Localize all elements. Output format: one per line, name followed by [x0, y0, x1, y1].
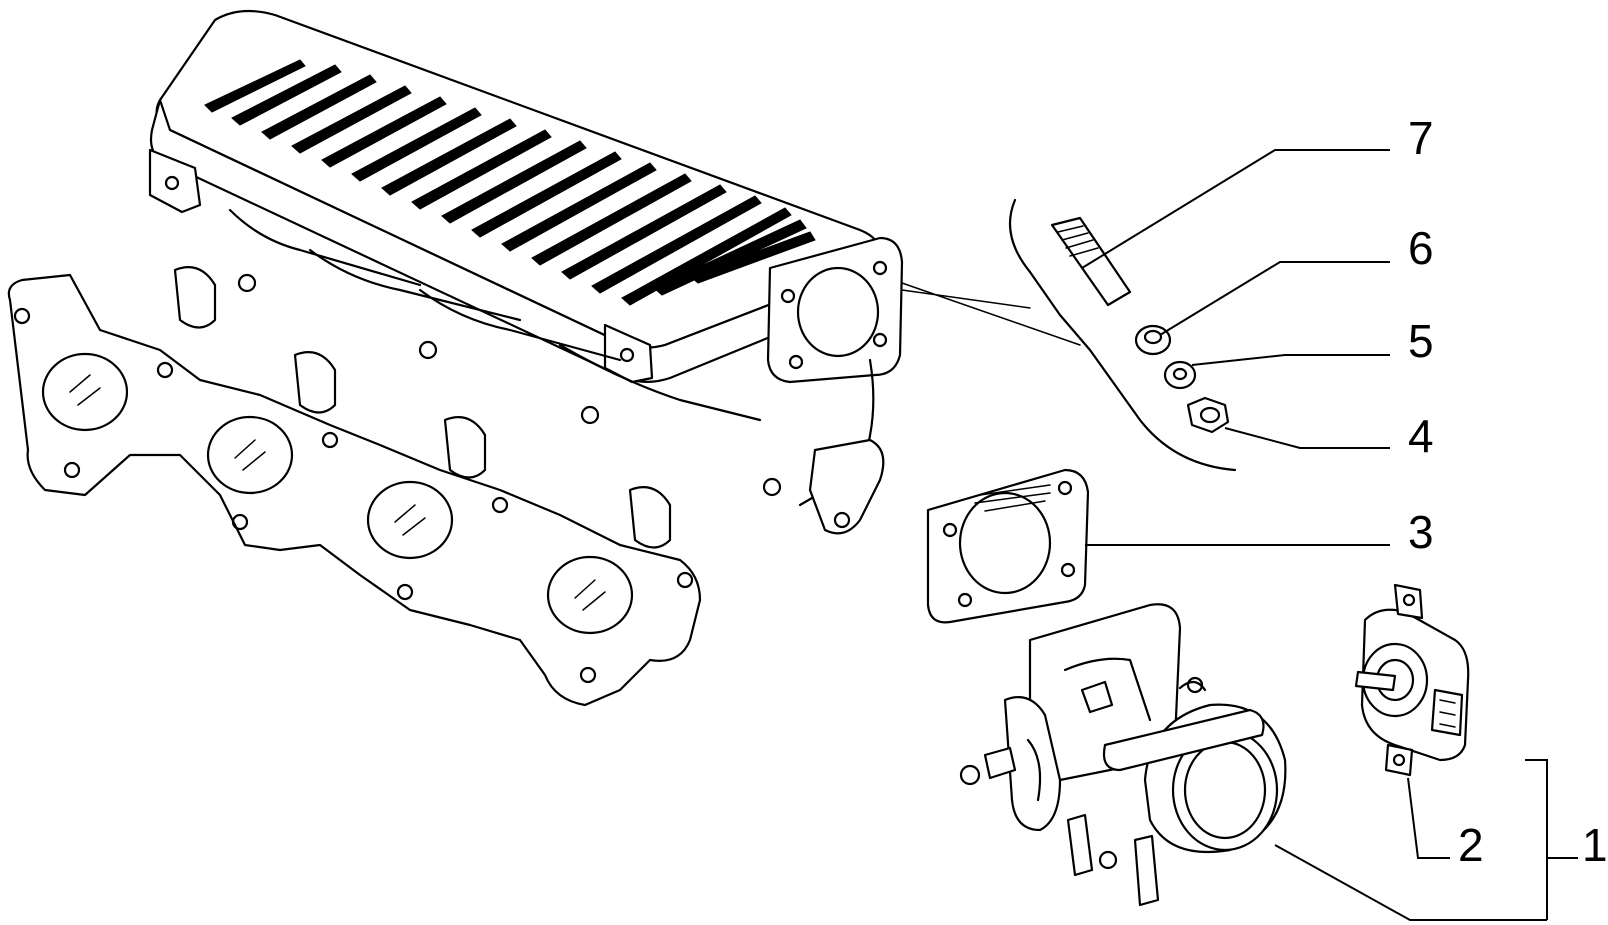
- callout-1: 1: [1582, 819, 1608, 871]
- plenum-fins: [204, 59, 816, 306]
- throttle-position-sensor: [1354, 583, 1470, 777]
- nut-6: [1134, 324, 1172, 356]
- nut-4: [1186, 396, 1230, 434]
- gasket: [926, 468, 1090, 624]
- callout-7: 7: [1408, 112, 1434, 164]
- callout-labels: 7 6 5 4 3 2 1: [1408, 112, 1608, 871]
- intake-manifold: [7, 9, 1081, 707]
- leader-lines: [1081, 149, 1578, 921]
- callout-2: 2: [1458, 819, 1484, 871]
- washer-5: [1163, 360, 1197, 390]
- fastener-detail: [1008, 198, 1237, 472]
- callout-4: 4: [1408, 410, 1434, 462]
- callout-3: 3: [1408, 506, 1434, 558]
- throttle-body: [959, 603, 1287, 907]
- callout-6: 6: [1408, 222, 1434, 274]
- callout-5: 5: [1408, 315, 1434, 367]
